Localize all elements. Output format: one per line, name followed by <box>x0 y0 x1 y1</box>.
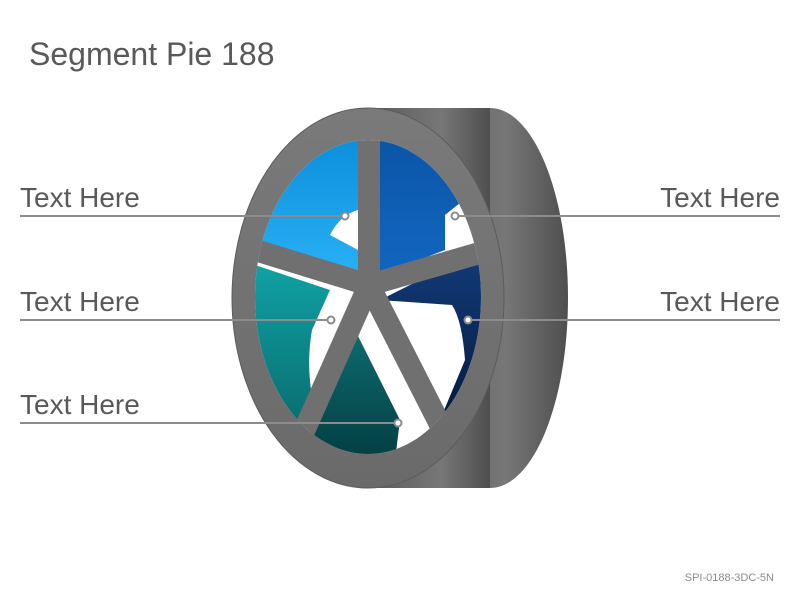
label-left-middle: Text Here <box>20 286 140 317</box>
slide-title: Segment Pie 188 <box>29 36 275 72</box>
segment-navy <box>380 255 481 420</box>
connector-dot-left-bottom <box>393 418 403 428</box>
label-right-top: Text Here <box>660 182 780 213</box>
label-left-bottom: Text Here <box>20 389 140 420</box>
segment-dark-teal <box>300 320 400 454</box>
connector-dot-right-middle <box>463 315 473 325</box>
connector-dot-left-middle <box>326 315 336 325</box>
connector-dot-left-top <box>340 211 350 221</box>
label-right-middle: Text Here <box>660 286 780 317</box>
wheel-spokes <box>255 140 481 445</box>
wheel-hub <box>353 271 385 303</box>
label-left-top: Text Here <box>20 182 140 213</box>
connector-dot-right-top <box>450 211 460 221</box>
footer-code: SPI-0188-3DC-5N <box>684 572 774 584</box>
